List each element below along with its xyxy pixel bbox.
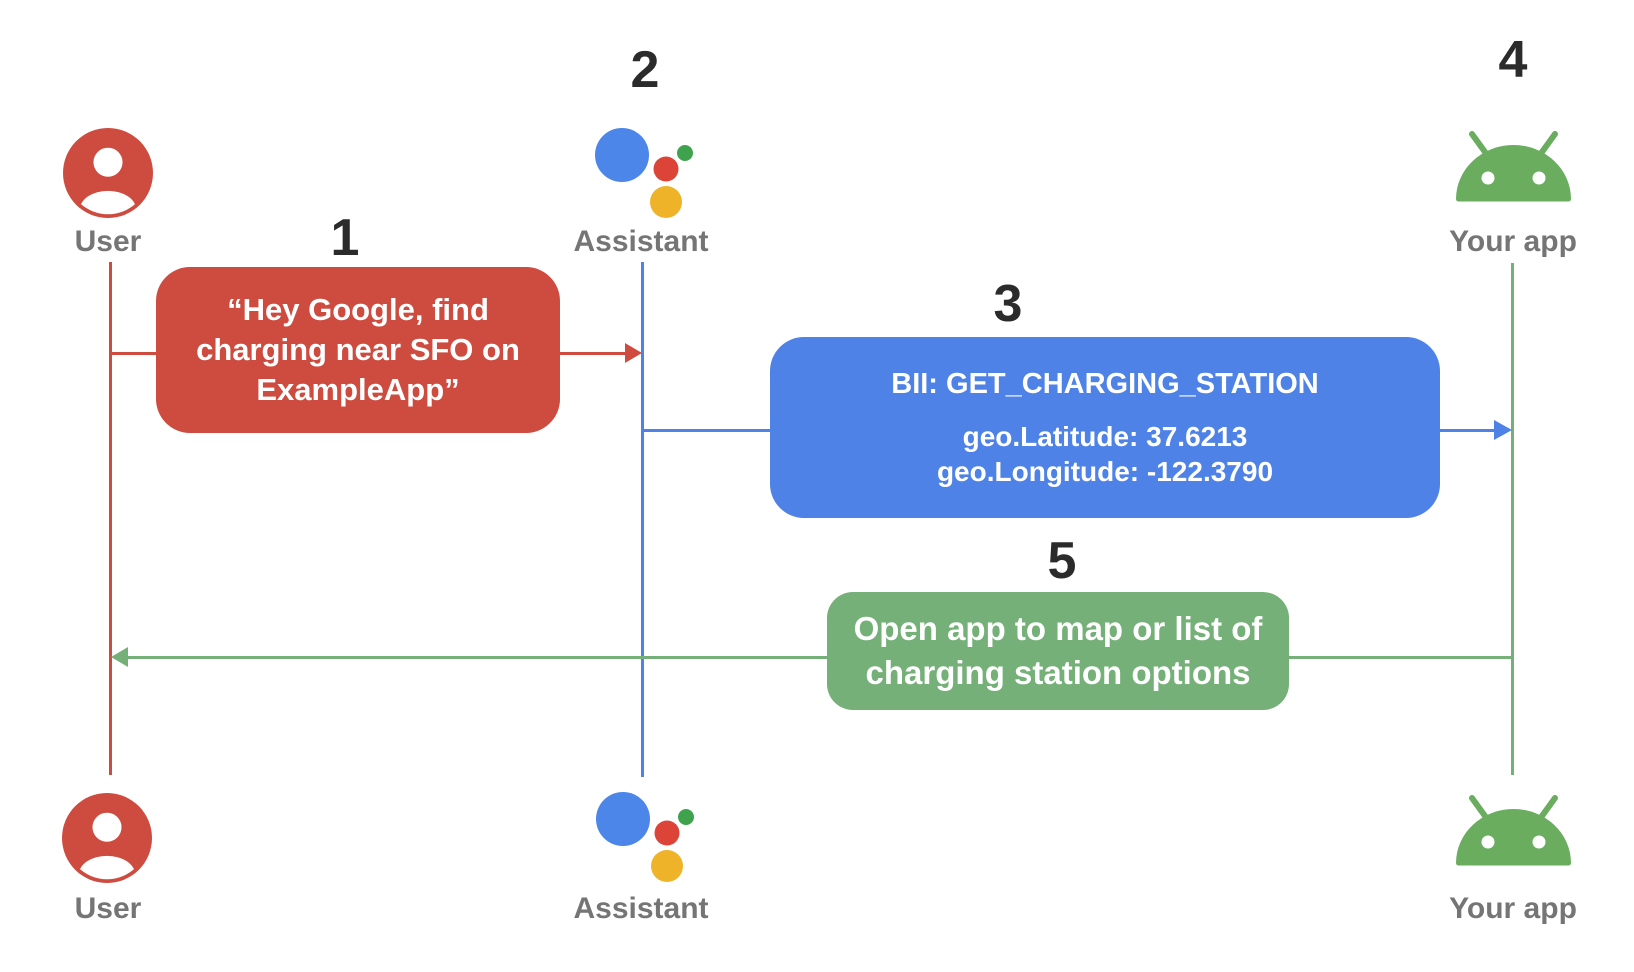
user-to-assistant-arrowhead — [625, 343, 642, 363]
bii-intent-message-box: BII: GET_CHARGING_STATION geo.Latitude: … — [770, 337, 1440, 518]
your-app-lifeline — [1511, 263, 1514, 775]
step-2-number: 2 — [630, 41, 660, 99]
user-query-message-box: “Hey Google, find charging near SFO on E… — [156, 267, 560, 433]
google-assistant-icon — [595, 127, 693, 218]
bii-title: BII: GET_CHARGING_STATION — [891, 367, 1319, 400]
step-3-number: 3 — [993, 275, 1023, 333]
bii-latitude-param: geo.Latitude: 37.6213 — [962, 420, 1248, 452]
user-query-line-1: “Hey Google, find — [227, 292, 489, 327]
app-to-user-arrow-line — [127, 656, 1512, 659]
step-1-number: 1 — [330, 209, 360, 267]
user-lifeline — [109, 262, 112, 775]
user-avatar-icon — [63, 128, 153, 218]
bii-longitude-param: geo.Longitude: -122.3790 — [936, 455, 1274, 487]
step-4-number: 4 — [1498, 31, 1528, 89]
assistant-label-top: Assistant — [573, 225, 709, 258]
user-label-top: User — [74, 225, 142, 258]
assistant-to-app-arrowhead — [1494, 420, 1512, 440]
your-app-label-bottom: Your app — [1449, 892, 1577, 925]
android-robot-icon — [1455, 131, 1572, 202]
open-app-message-box: Open app to map or list of charging stat… — [827, 592, 1289, 710]
google-assistant-icon-bottom — [596, 791, 694, 882]
user-avatar-icon-bottom — [62, 793, 152, 883]
assistant-lifeline — [641, 262, 644, 777]
step-5-number: 5 — [1047, 532, 1077, 590]
app-to-user-arrowhead — [111, 647, 128, 667]
assistant-label-bottom: Assistant — [573, 892, 709, 925]
user-label-bottom: User — [74, 892, 142, 925]
user-query-line-3: ExampleApp” — [256, 372, 460, 407]
user-query-line-2: charging near SFO on — [196, 332, 520, 367]
open-app-line-1: Open app to map or list of — [853, 610, 1263, 647]
android-robot-icon-bottom — [1455, 795, 1572, 866]
your-app-label-top: Your app — [1449, 225, 1577, 258]
open-app-line-2: charging station options — [865, 654, 1251, 691]
